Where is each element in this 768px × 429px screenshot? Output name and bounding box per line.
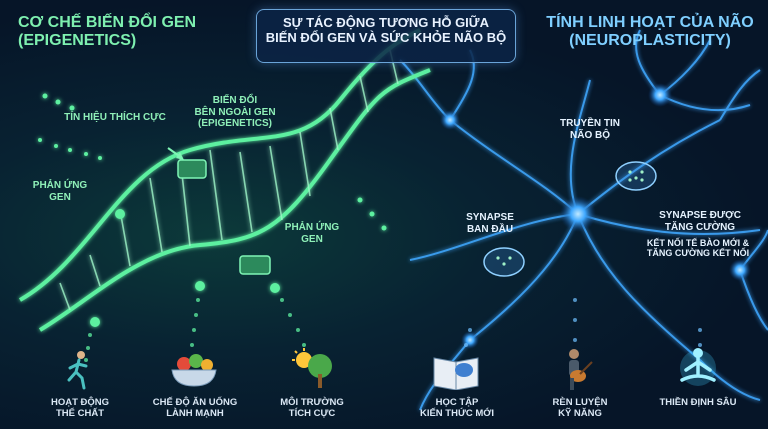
- connection-dots: [464, 298, 702, 347]
- signal-dots: [38, 93, 387, 327]
- book-brain-icon: [433, 357, 479, 390]
- epigenetic-tag: [239, 255, 271, 275]
- gene-response-label-right: PHẢN ỨNG GEN: [284, 222, 340, 245]
- main-title-box: SỰ TÁC ĐỘNG TƯƠNG HỖ GIỮA BIẾN ĐỔI GEN V…: [256, 9, 516, 63]
- neuron-cell-body: [648, 83, 672, 107]
- connection-dots: [84, 298, 306, 362]
- factor-label-diet: CHẾ ĐỘ ĂN UỐNG LÀNH MẠNH: [152, 397, 238, 419]
- meditation-icon: [680, 348, 716, 386]
- synapse-bulbs: [483, 161, 657, 277]
- factor-label-physical: HOẠT ĐỘNG THỂ CHẤT: [50, 397, 110, 419]
- neuron-cell-body: [461, 331, 479, 349]
- initial-synapse-label: SYNAPSE BAN ĐẦU: [466, 212, 514, 235]
- main-title: SỰ TÁC ĐỘNG TƯƠNG HỖ GIỮA BIẾN ĐỔI GEN V…: [265, 15, 507, 45]
- positive-signal-label: TÍN HIỆU THÍCH CỰC: [64, 112, 166, 123]
- neuron-cell-body: [729, 259, 751, 281]
- neurotransmitter-dots: [496, 170, 644, 266]
- factor-label-environment: MÔI TRƯỜNG TÍCH CỰC: [280, 397, 344, 419]
- transmission-label: TRUYỀN TIN NÃO BỘ: [560, 118, 620, 141]
- neuroplasticity-heading: TÍNH LINH HOẠT CỦA NÃO (NEUROPLASTICITY): [546, 14, 754, 50]
- food-bowl-icon: [171, 354, 217, 387]
- neuron-cell-body: [560, 196, 596, 232]
- new-connections-label: KẾT NỐI TẾ BÀO MỚI & TĂNG CƯỜNG KẾT NỐI: [646, 238, 750, 259]
- guitarist-icon: [569, 349, 593, 390]
- tree-sun-icon: [292, 348, 332, 388]
- epigenetics-heading: CƠ CHẾ BIẾN ĐỔI GEN (EPIGENETICS): [18, 14, 197, 50]
- factor-label-meditation: THIỀN ĐỊNH SÂU: [659, 397, 737, 408]
- runner-icon: [67, 351, 88, 390]
- epigenetic-tag: [177, 159, 207, 179]
- factor-label-learning: HỌC TẬP KIẾN THỨC MỚI: [419, 397, 495, 419]
- external-change-label: BIẾN ĐỔI BÊN NGOÀI GEN (EPIGENETICS): [194, 95, 276, 129]
- neuron-cell-body: [440, 110, 460, 130]
- factor-label-skills: RÈN LUYỆN KỸ NĂNG: [552, 397, 608, 419]
- enhanced-synapse-label: SYNAPSE ĐƯỢC TĂNG CƯỜNG: [659, 210, 741, 233]
- gene-response-label-left: PHẢN ỨNG GEN: [32, 180, 88, 203]
